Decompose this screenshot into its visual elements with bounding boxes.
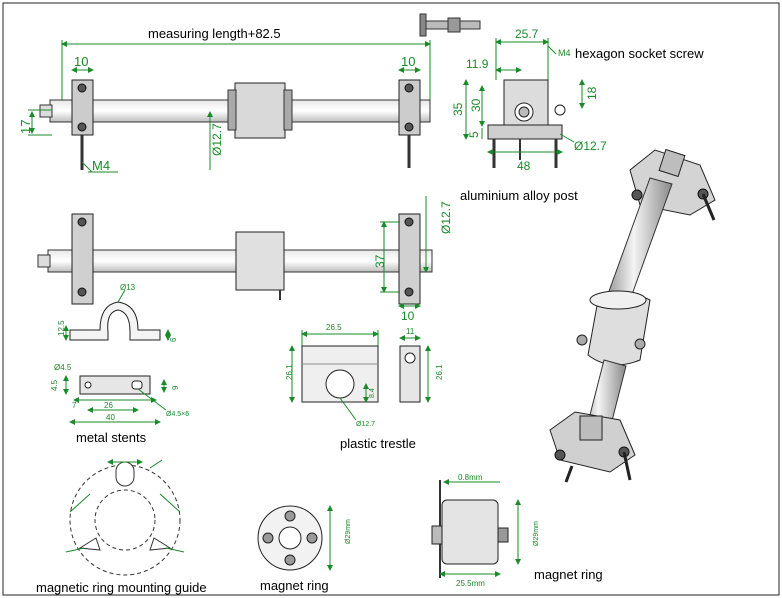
dim-stent-40: 40 <box>106 413 115 422</box>
magnet-ring-label-front: magnet ring <box>260 578 329 593</box>
dim-post-48: 48 <box>517 159 531 173</box>
dim-stent-slot: Ø4.5×6 <box>166 411 189 418</box>
metal-stents-label: metal stents <box>76 430 147 445</box>
rod-assembly-second <box>37 196 433 309</box>
plastic-trestle-label: plastic trestle <box>340 436 416 451</box>
dim-post-257: 25.7 <box>515 27 539 41</box>
dim-tr-phi: Ø12.7 <box>356 421 375 428</box>
dim-stent-7: 7 <box>72 401 77 410</box>
dim-rod-17: 17 <box>18 120 33 134</box>
dim-post-18: 18 <box>585 86 599 100</box>
mounting-guide-drawing <box>65 459 185 576</box>
dim-post-5: 5 <box>467 131 481 138</box>
metal-stents-drawing <box>63 289 171 425</box>
dim-rod2-phi: Ø12.7 <box>439 201 453 234</box>
dim-tr-261a: 26.1 <box>285 364 294 380</box>
hex-screw-illustration <box>419 13 481 37</box>
measuring-length-label: measuring length+82.5 <box>148 26 281 41</box>
aluminium-post-label: aluminium alloy post <box>460 188 578 203</box>
dim-stent-125: 12.5 <box>57 320 66 336</box>
hex-screw-label: hexagon socket screw <box>575 46 704 61</box>
hex-m4-label: M4 <box>558 48 571 58</box>
dim-rod2-10: 10 <box>401 309 415 323</box>
magnet-ring-side <box>431 479 521 578</box>
dim-mr-255: 25.5mm <box>456 579 485 588</box>
dim-post-35: 35 <box>451 102 465 116</box>
dim-tr-261b: 26.1 <box>435 364 444 380</box>
dim-mr-phi: Ø29mm <box>533 521 540 546</box>
dim-ring-phi: Ø29mm <box>345 519 352 544</box>
dim-tr-265: 26.5 <box>326 323 342 332</box>
dim-stent-26: 26 <box>104 401 113 410</box>
assembly-3d-render <box>549 148 716 483</box>
magnet-ring-label-side: magnet ring <box>534 567 603 582</box>
mounting-guide-label: magnetic ring mounting guide <box>36 580 207 595</box>
dim-rod-left-10: 10 <box>74 54 88 69</box>
plastic-trestle-drawing <box>289 330 431 421</box>
magnet-ring-front <box>257 505 333 571</box>
dim-rod2-37: 37 <box>373 254 387 268</box>
dim-rod-phi: Ø12.7 <box>210 123 224 156</box>
dim-post-30: 30 <box>469 98 483 112</box>
dim-tr-84: 8.4 <box>369 388 376 398</box>
rod-assembly-top <box>28 40 431 173</box>
dim-stent-phi13: Ø13 <box>120 283 136 292</box>
dim-tr-11: 11 <box>406 327 415 336</box>
dim-stent-phi45: Ø4.5 <box>54 363 72 372</box>
dim-rod-m4: M4 <box>92 158 110 173</box>
dim-stent-9: 9 <box>171 385 180 390</box>
dim-post-119: 11.9 <box>466 57 489 71</box>
dim-rod-right-10: 10 <box>401 54 415 69</box>
aluminium-post-drawing <box>463 38 585 168</box>
dimension-texts: 10 10 17 M4 Ø12.7 25.7 11.9 35 30 5 18 4… <box>18 27 607 588</box>
dim-post-phi: Ø12.7 <box>574 139 607 153</box>
dim-mr-08: 0.8mm <box>458 473 483 482</box>
dim-stent-6: 6 <box>169 337 178 342</box>
dim-stent-45: 4.5 <box>50 379 59 391</box>
